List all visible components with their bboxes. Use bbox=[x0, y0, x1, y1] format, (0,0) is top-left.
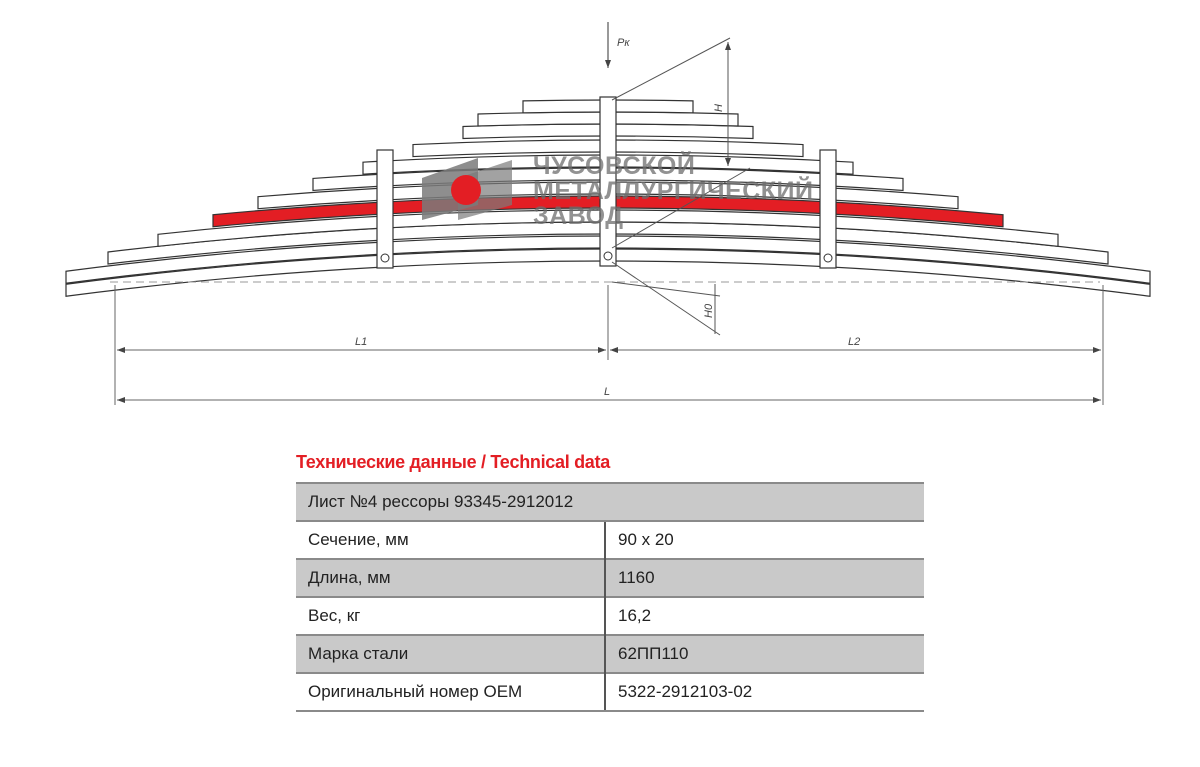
clamp-bolt bbox=[823, 253, 833, 263]
row-value: 5322-2912103-02 bbox=[604, 672, 924, 712]
l-label: L bbox=[604, 386, 610, 398]
load-arrow: Pк bbox=[605, 22, 630, 68]
row-value: 62ПП110 bbox=[604, 634, 924, 673]
logo-line-1: ЧУСОВСКОЙ bbox=[533, 150, 695, 180]
clamp-bolt bbox=[603, 251, 613, 261]
clamp bbox=[376, 149, 394, 269]
logo-line-3: ЗАВОД bbox=[533, 202, 624, 230]
logo-right-shape bbox=[458, 160, 512, 220]
spring-leaf bbox=[65, 235, 1151, 284]
load-label: Pк bbox=[617, 37, 630, 49]
table-header-row: Лист №4 рессоры 93345-2912012 bbox=[296, 482, 924, 521]
technical-data-table: Лист №4 рессоры 93345-2912012 Сечение, м… bbox=[296, 482, 924, 712]
table-header: Лист №4 рессоры 93345-2912012 bbox=[296, 482, 924, 521]
leaf-spring-drawing: Pк H H0 L1 L2 L ЧУСОВСКОЙ МЕТАЛЛУРГИЧЕСК… bbox=[65, 22, 1151, 405]
logo-red-circle bbox=[451, 175, 481, 205]
row-label: Вес, кг bbox=[296, 596, 605, 635]
company-logo: ЧУСОВСКОЙ МЕТАЛЛУРГИЧЕСКИЙ ЗАВОД bbox=[422, 150, 814, 230]
clamp bbox=[599, 96, 617, 267]
clamps bbox=[376, 96, 837, 269]
logo-line-2: МЕТАЛЛУРГИЧЕСКИЙ bbox=[533, 175, 814, 205]
row-label: Длина, мм bbox=[296, 558, 605, 597]
row-label: Марка стали bbox=[296, 634, 605, 673]
table-title: Технические данные / Technical data bbox=[296, 452, 610, 472]
row-label: Оригинальный номер OEM bbox=[296, 672, 605, 712]
l1-label: L1 bbox=[355, 336, 367, 348]
row-value: 16,2 bbox=[604, 596, 924, 635]
row-value: 1160 bbox=[604, 558, 924, 597]
l2-label: L2 bbox=[848, 336, 860, 348]
height-dimension bbox=[611, 37, 751, 336]
h0-label: H0 bbox=[703, 303, 715, 318]
row-value: 90 x 20 bbox=[604, 520, 924, 559]
clamp bbox=[819, 149, 837, 269]
row-label: Сечение, мм bbox=[296, 520, 605, 559]
clamp-bolt bbox=[380, 253, 390, 263]
height-label: H bbox=[713, 104, 725, 112]
length-dimensions bbox=[114, 285, 1104, 405]
spring-leaf bbox=[65, 248, 1151, 297]
